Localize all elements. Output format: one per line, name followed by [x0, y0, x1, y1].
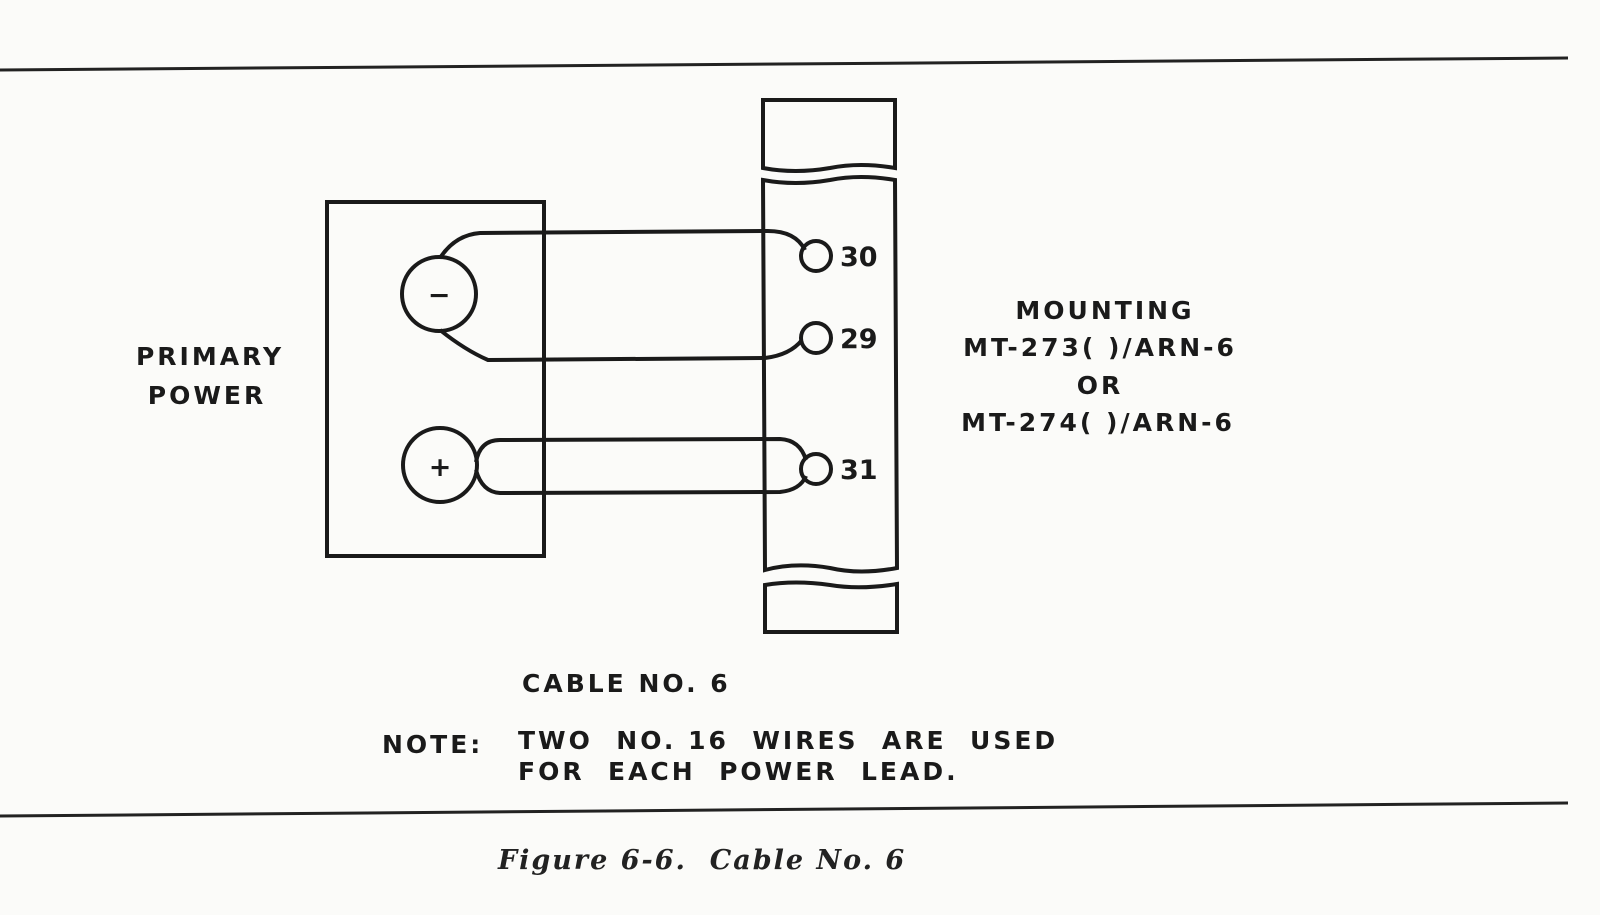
negative-symbol: − [428, 280, 451, 311]
power-source-box [325, 200, 546, 558]
pin-30 [799, 239, 833, 273]
pin-label-31: 31 [840, 455, 878, 486]
bottom-rule [0, 801, 1569, 818]
pin-29 [799, 321, 833, 355]
wires [438, 228, 808, 496]
power-label-line1: PRIMARY [136, 342, 284, 371]
mounting-label-1: MOUNTING [1015, 296, 1194, 325]
note-line2: FOR EACH POWER LEAD. [518, 757, 959, 786]
top-rule [0, 56, 1569, 72]
pin-label-29: 29 [840, 324, 878, 355]
mounting-label-3: OR [1077, 371, 1124, 400]
pin-label-30: 30 [840, 242, 878, 273]
mounting-label-2: MT-273( )/ARN-6 [963, 333, 1237, 362]
mounting-strip [760, 98, 900, 634]
power-label-line2: POWER [148, 381, 266, 410]
pin-31 [799, 452, 833, 486]
figure-caption: Figure 6-6. Cable No. 6 [497, 845, 906, 876]
note-prefix: NOTE: [382, 730, 483, 759]
cable-label: CABLE NO. 6 [522, 669, 731, 698]
mounting-label-4: MT-274( )/ARN-6 [961, 408, 1235, 437]
positive-symbol: + [429, 452, 452, 483]
note-line1: TWO NO. 16 WIRES ARE USED [518, 726, 1058, 755]
positive-terminal [401, 426, 479, 504]
